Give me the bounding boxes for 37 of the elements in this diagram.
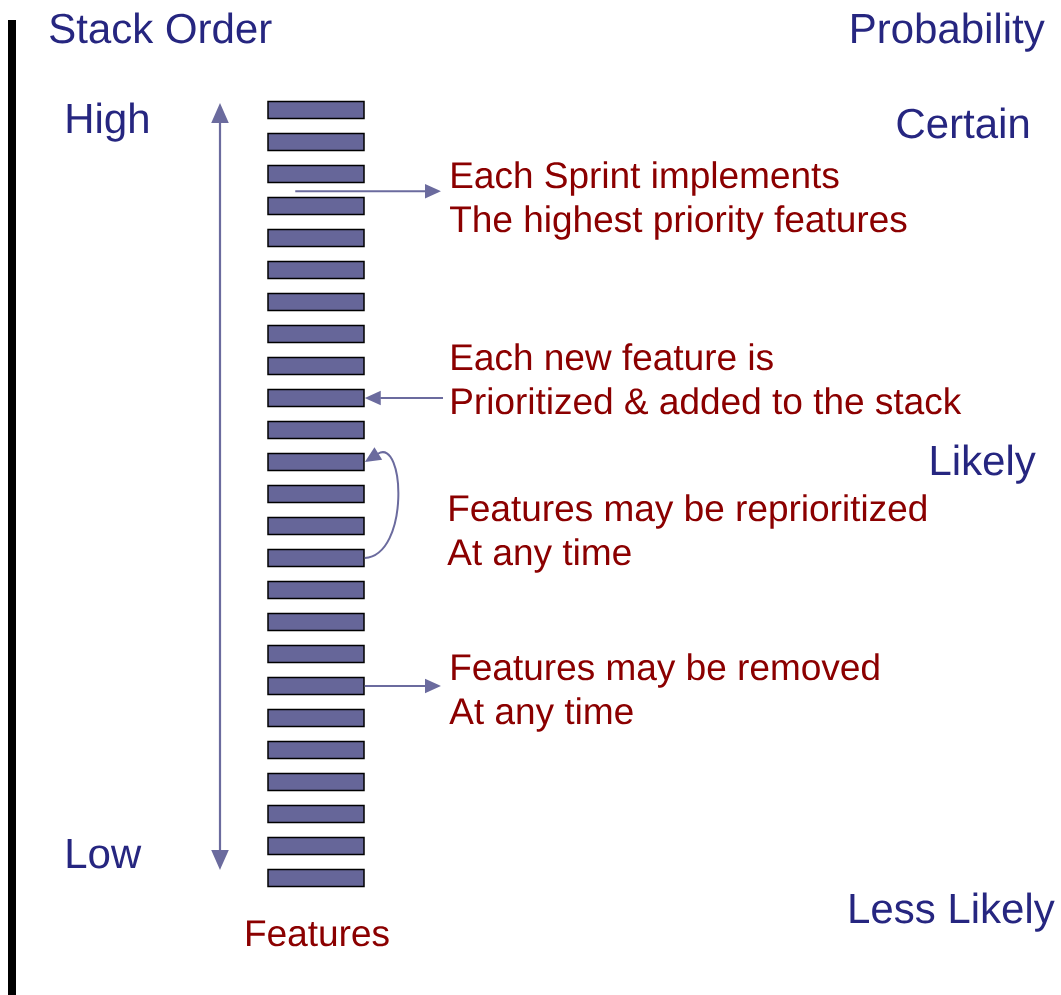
axis-label: Probability (852, 12, 1045, 52)
feature-bar (267, 772, 365, 792)
feature-bar (267, 452, 365, 472)
feature-bar (267, 484, 365, 504)
feature-bar (267, 612, 365, 632)
feature-bar (267, 740, 365, 760)
feature-bar (267, 100, 365, 120)
annotation-text: Features may be reprioritized At any time (447, 494, 926, 573)
feature-bar (267, 644, 365, 664)
axis-label: Less Likely (850, 892, 1055, 932)
feature-bar (267, 836, 365, 856)
feature-bar (267, 580, 365, 600)
feature-bar (267, 196, 365, 216)
feature-bar (267, 388, 365, 408)
feature-bar (267, 292, 365, 312)
feature-bar (267, 804, 365, 824)
feature-bar (267, 676, 365, 696)
feature-bar (267, 420, 365, 440)
feature-bar (267, 228, 365, 248)
feature-bar (267, 548, 365, 568)
axis-label: High (67, 102, 148, 142)
annotation-text: Features may be removed At any time (449, 653, 879, 732)
axis-label: Likely (931, 444, 1036, 484)
axis-label: Certain (897, 107, 1029, 139)
feature-bar (267, 356, 365, 376)
feature-bar (267, 260, 365, 280)
feature-bar (267, 324, 365, 344)
column-label: Features (247, 920, 389, 947)
annotation-text: Each Sprint implements The highest priority features (450, 161, 907, 240)
feature-bar (267, 132, 365, 152)
feature-bar (267, 708, 365, 728)
feature-bar (267, 164, 365, 184)
axis-label: Low (67, 839, 142, 869)
axis-label: Stack Order (50, 12, 272, 44)
feature-bar (267, 516, 365, 536)
annotation-text: Each new feature is Prioritized & added to the stack (452, 343, 962, 415)
feature-bar (267, 868, 365, 888)
